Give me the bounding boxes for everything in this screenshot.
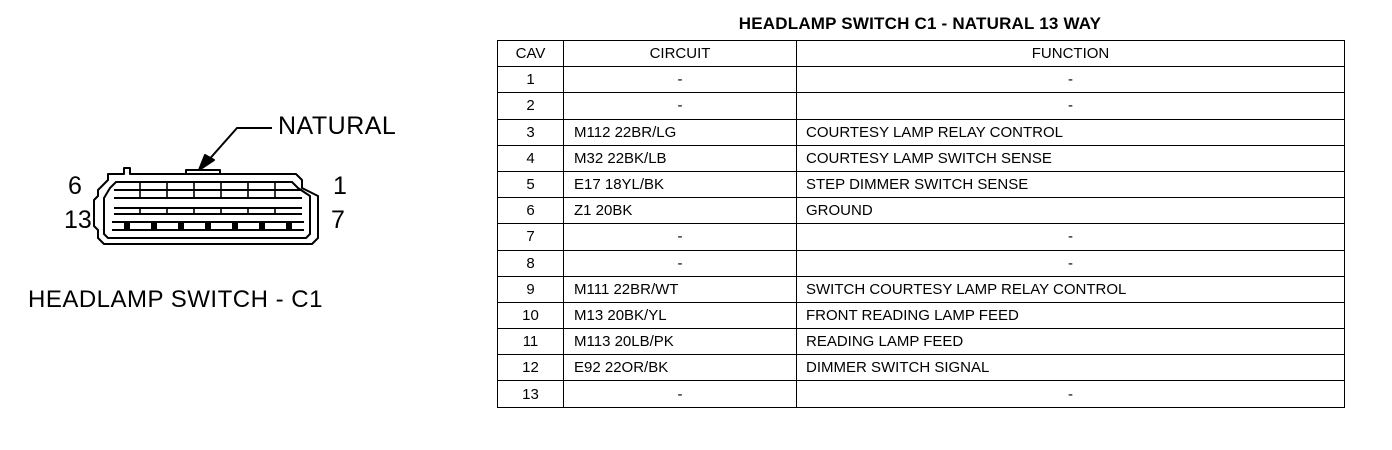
function-cell: SWITCH COURTESY LAMP RELAY CONTROL	[796, 275, 1345, 303]
connector-color-label: NATURAL	[278, 112, 397, 140]
connector-drawing	[93, 127, 319, 245]
connector-diagram: NATURAL 6 1 13 7 HEADLAMP SWITCH - C1	[0, 0, 480, 450]
function-cell: -	[796, 66, 1345, 94]
circuit-cell: M112 22BR/LG	[563, 118, 797, 146]
cav-cell: 8	[497, 249, 564, 277]
cav-cell: 1	[497, 66, 564, 94]
pin-number-label: 6	[68, 172, 82, 200]
cav-cell: 4	[497, 144, 564, 172]
cav-cell: 10	[497, 301, 564, 330]
circuit-cell: M111 22BR/WT	[563, 275, 797, 303]
table-row: 7--	[497, 223, 1345, 251]
pin-number-label: 13	[64, 206, 92, 234]
circuit-cell: M32 22BK/LB	[563, 144, 797, 172]
table-row: 1--	[497, 66, 1345, 94]
table-title: HEADLAMP SWITCH C1 - NATURAL 13 WAY	[738, 14, 1102, 33]
cav-cell: 2	[497, 92, 564, 120]
circuit-cell: -	[563, 249, 797, 277]
function-cell: FRONT READING LAMP FEED	[796, 301, 1345, 330]
table-header-row: CAV CIRCUIT FUNCTION	[497, 39, 1345, 68]
function-cell: COURTESY LAMP RELAY CONTROL	[796, 118, 1345, 146]
circuit-cell: -	[563, 66, 797, 94]
circuit-cell: M113 20LB/PK	[563, 328, 797, 356]
pointer-arrowhead	[198, 154, 215, 171]
circuit-cell: E17 18YL/BK	[563, 170, 797, 199]
connector-caption: HEADLAMP SWITCH - C1	[28, 286, 323, 313]
circuit-cell: M13 20BK/YL	[563, 301, 797, 330]
column-header-cav: CAV	[497, 39, 564, 68]
function-cell: GROUND	[796, 197, 1345, 225]
connector-housing-outline	[93, 167, 319, 245]
circuit-cell: E92 22OR/BK	[563, 354, 797, 382]
column-header-function: FUNCTION	[796, 39, 1345, 68]
function-cell: -	[796, 249, 1345, 277]
function-cell: STEP DIMMER SWITCH SENSE	[796, 170, 1345, 199]
cav-cell: 11	[497, 328, 564, 356]
table-row: 13--	[497, 380, 1345, 408]
function-cell: DIMMER SWITCH SIGNAL	[796, 354, 1345, 382]
function-cell: -	[796, 92, 1345, 120]
cav-cell: 5	[497, 170, 564, 199]
circuit-cell: Z1 20BK	[563, 197, 797, 225]
table-row: 2--	[497, 92, 1345, 120]
pin-number-label: 7	[331, 206, 345, 234]
connector-inner-shell	[103, 181, 311, 239]
connector-latch	[185, 169, 221, 174]
circuit-cell: -	[563, 223, 797, 251]
column-header-circuit: CIRCUIT	[563, 39, 797, 68]
circuit-cell: -	[563, 92, 797, 120]
cav-cell: 7	[497, 223, 564, 251]
function-cell: READING LAMP FEED	[796, 328, 1345, 356]
cav-cell: 3	[497, 118, 564, 146]
pin-number-label: 1	[333, 172, 347, 200]
cav-cell: 6	[497, 197, 564, 225]
cav-cell: 13	[497, 380, 564, 408]
function-cell: -	[796, 223, 1345, 251]
pointer-line	[205, 127, 272, 164]
cav-cell: 9	[497, 275, 564, 303]
table-row: 8--	[497, 249, 1345, 277]
cav-cell: 12	[497, 354, 564, 382]
function-cell: -	[796, 380, 1345, 408]
circuit-cell: -	[563, 380, 797, 408]
function-cell: COURTESY LAMP SWITCH SENSE	[796, 144, 1345, 172]
